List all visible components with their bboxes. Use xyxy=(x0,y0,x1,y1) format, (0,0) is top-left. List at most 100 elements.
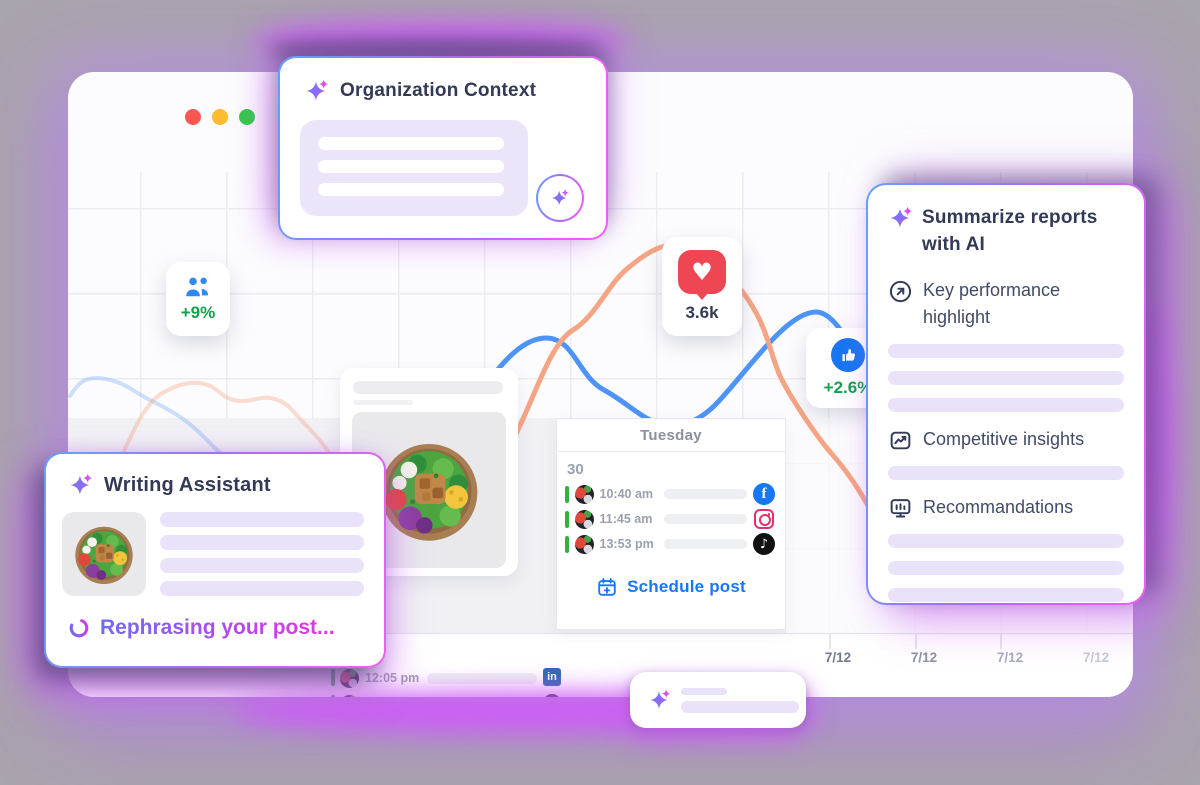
post-text-placeholder xyxy=(353,381,503,394)
line-chart-icon xyxy=(890,431,911,450)
event-time: 13:53 pm xyxy=(599,537,654,551)
text-placeholder xyxy=(888,465,1124,480)
text-placeholder xyxy=(888,343,1124,358)
report-item-key-performance: Key performance highlight xyxy=(888,277,1124,331)
report-item-label: Key performance highlight xyxy=(923,279,1061,327)
summarize-reports-card: Summarize reports with AI Key performanc… xyxy=(866,183,1146,605)
maximize-window-button[interactable] xyxy=(239,109,255,125)
facebook-icon: f xyxy=(753,483,775,505)
summary-placeholder-block xyxy=(888,465,1124,480)
event-status-bar xyxy=(331,669,335,686)
post-avatar xyxy=(574,484,594,504)
text-placeholder xyxy=(888,560,1124,575)
close-window-button[interactable] xyxy=(185,109,201,125)
text-placeholder xyxy=(160,558,364,573)
summary-placeholder-block xyxy=(888,343,1124,412)
scheduled-post-row[interactable]: 11:45 am xyxy=(565,509,775,529)
text-placeholder xyxy=(318,183,504,196)
event-placeholder xyxy=(427,673,537,684)
report-item-recommandations: Recommandations xyxy=(888,494,1124,521)
faded-orange-line xyxy=(116,380,335,466)
rephrasing-status-text: Rephrasing your post... xyxy=(100,616,335,639)
post-avatar xyxy=(574,509,594,529)
faded-blue-line xyxy=(68,375,244,470)
event-time: 11:45 am xyxy=(599,512,653,526)
suggestion-placeholder-block xyxy=(681,687,799,713)
x-axis-label: 7/12 xyxy=(996,650,1024,665)
post-avatar xyxy=(574,534,594,554)
report-item-label: Competitive insights xyxy=(923,428,1085,449)
reactions-delta: +2.6% xyxy=(823,378,873,397)
axis-tick xyxy=(1000,633,1002,649)
calendar-day-number: 30 xyxy=(567,461,584,478)
text-placeholder xyxy=(888,533,1124,548)
sparkle-icon xyxy=(890,206,913,228)
event-status-bar xyxy=(565,485,569,503)
audience-badge: +9% xyxy=(166,262,230,336)
scheduled-post-row[interactable]: 10:40 am f xyxy=(565,483,775,505)
people-icon xyxy=(184,276,210,298)
sparkle-icon xyxy=(70,473,93,495)
report-item-competitive-insights: Competitive insights xyxy=(888,426,1124,453)
summary-placeholder-block xyxy=(888,533,1124,602)
text-placeholder xyxy=(681,700,799,713)
post-thumbnail xyxy=(62,512,146,596)
organization-context-card: Organization Context xyxy=(278,56,608,240)
event-status-bar xyxy=(565,510,569,528)
text-placeholder xyxy=(318,137,504,150)
calendar-day-header: Tuesday xyxy=(557,419,785,452)
x-axis-label: 7/12 xyxy=(824,650,852,665)
post-text-placeholder xyxy=(353,400,413,405)
minimize-window-button[interactable] xyxy=(212,109,228,125)
event-time: 12:05 pm xyxy=(365,671,420,685)
rephrasing-status: Rephrasing your post... xyxy=(68,616,384,640)
writing-card-title: Writing Assistant xyxy=(104,473,271,496)
summarize-card-title: Summarize reports with AI xyxy=(922,207,1098,255)
audience-delta: +9% xyxy=(180,303,216,322)
schedule-post-button[interactable]: Schedule post xyxy=(557,576,785,598)
text-placeholder xyxy=(681,687,727,695)
event-time: 10:40 am xyxy=(599,487,654,501)
text-placeholder xyxy=(160,581,364,596)
thumbs-up-icon xyxy=(831,338,865,372)
context-input-panel[interactable] xyxy=(300,120,528,216)
timeline-row: 12:05 pm in xyxy=(331,668,771,688)
text-placeholder xyxy=(888,370,1124,385)
monitor-icon xyxy=(890,499,911,518)
text-placeholder xyxy=(318,160,504,173)
text-placeholder xyxy=(888,397,1124,412)
calendar-day-panel: Tuesday 30 10:40 am f 11:45 am 13:53 pm xyxy=(556,418,786,630)
likes-badge: ♥ 3.6k xyxy=(662,237,742,336)
event-placeholder xyxy=(663,489,747,499)
sparkle-icon xyxy=(650,689,671,709)
text-placeholder xyxy=(160,535,364,550)
writing-assistant-card: Writing Assistant Rephrasing your post..… xyxy=(44,452,386,668)
schedule-post-label: Schedule post xyxy=(627,577,746,596)
axis-tick xyxy=(829,633,831,649)
tiktok-icon: ♪ xyxy=(753,533,775,555)
event-placeholder xyxy=(663,514,747,524)
scheduled-post-row[interactable]: 13:53 pm ♪ xyxy=(565,533,775,555)
x-axis-label: 7/12 xyxy=(910,650,938,665)
arrow-up-right-circle-icon xyxy=(889,280,912,303)
draft-placeholder-block xyxy=(160,512,364,604)
text-placeholder xyxy=(888,587,1124,602)
ai-suggestion-mini-card xyxy=(630,672,806,728)
x-axis-label: 7/12 xyxy=(1082,650,1110,665)
report-item-label: Recommandations xyxy=(923,496,1074,517)
linkedin-icon: in xyxy=(543,668,561,686)
ai-generate-button[interactable] xyxy=(536,174,584,222)
spinner-icon xyxy=(69,618,89,638)
calendar-plus-icon xyxy=(598,578,616,596)
sparkle-icon xyxy=(551,189,569,206)
glow-top-dark xyxy=(268,40,598,60)
heart-icon: ♥ xyxy=(678,250,726,294)
sparkle-icon xyxy=(306,79,329,101)
org-card-title: Organization Context xyxy=(340,80,537,101)
text-placeholder xyxy=(160,512,364,527)
likes-count: 3.6k xyxy=(685,303,719,322)
axis-tick xyxy=(915,633,917,649)
event-placeholder xyxy=(663,539,747,549)
event-status-bar xyxy=(565,535,569,553)
